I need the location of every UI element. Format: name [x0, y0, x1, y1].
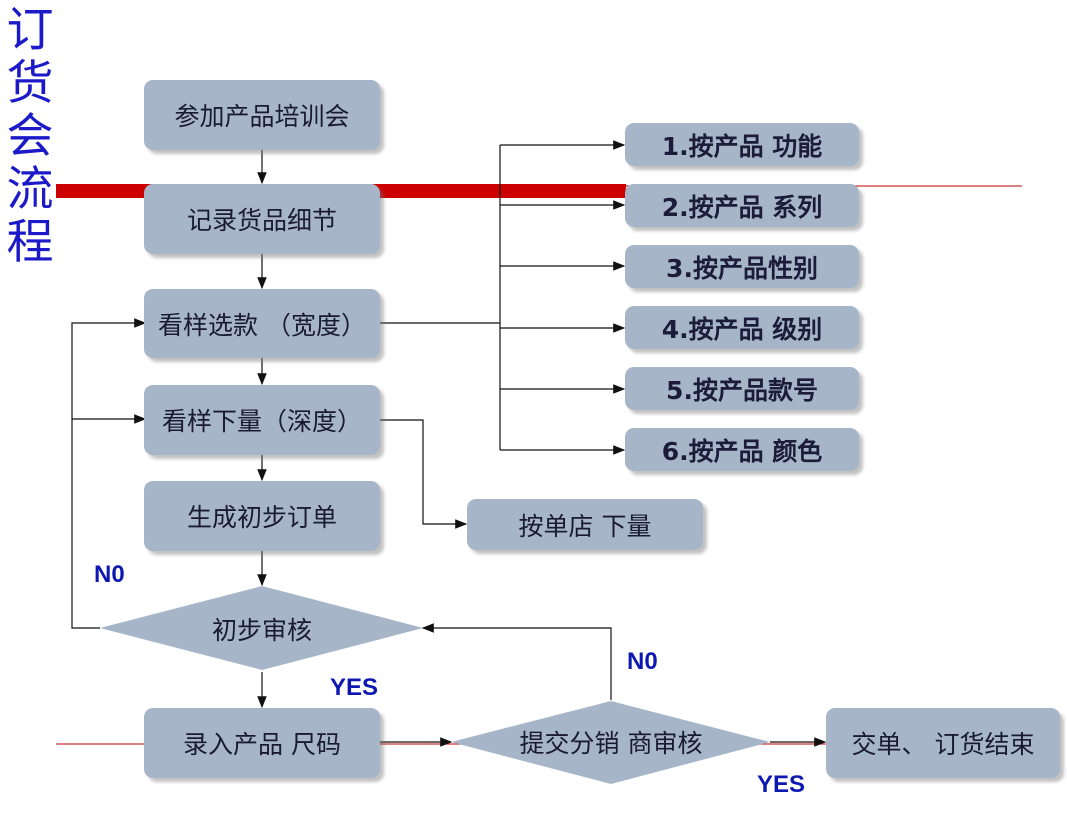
category-box: 2.按产品 系列: [625, 184, 859, 227]
category-box: 1.按产品 功能: [625, 123, 859, 166]
title-char: 流: [6, 162, 54, 217]
node-by-store: 按单店 下量: [467, 499, 703, 550]
label-yes-right: YES: [757, 771, 806, 798]
node-finish: 交单、 订货结束: [826, 708, 1060, 778]
label-no-left: N0: [94, 561, 125, 588]
node-enter-size: 录入产品 尺码: [144, 708, 380, 778]
distributor-review-diamond: [451, 701, 770, 784]
label-no-right: N0: [627, 648, 658, 675]
initial-review-label: 初步审核: [211, 616, 313, 645]
node-training: 参加产品培训会: [144, 80, 380, 150]
title-char: 程: [6, 215, 54, 270]
node-order-depth: 看样下量（深度）: [144, 385, 380, 455]
initial-review-diamond: [100, 586, 423, 670]
distributor-review-label: 提交分销 商审核: [519, 729, 703, 758]
category-box: 4.按产品 级别: [625, 306, 859, 349]
category-box: 3.按产品性别: [625, 245, 859, 288]
category-box: 6.按产品 颜色: [625, 428, 859, 471]
node-select-width: 看样选款 （宽度）: [144, 289, 380, 358]
category-box: 5.按产品款号: [625, 367, 859, 410]
title-char: 会: [6, 109, 54, 164]
label-yes-bottom: YES: [330, 674, 379, 701]
node-initial-order: 生成初步订单: [144, 481, 380, 551]
node-record: 记录货品细节: [144, 184, 380, 254]
title-char: 货: [6, 56, 54, 111]
page-title: 订 货 会 流 程: [4, 4, 56, 269]
title-char: 订: [6, 3, 54, 58]
